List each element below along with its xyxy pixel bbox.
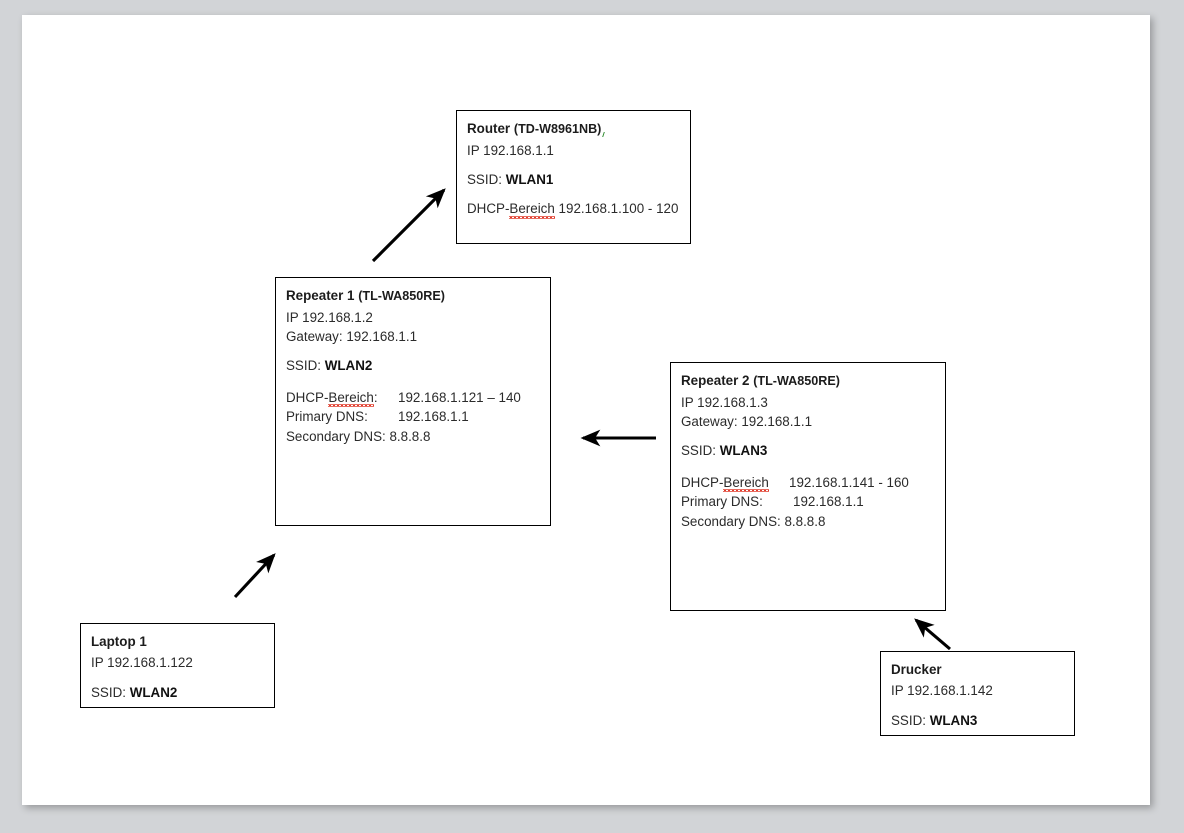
- node-router-ssid: SSID: WLAN1: [467, 173, 690, 186]
- node-repeater2-primary-dns-value: 192.168.1.1: [793, 494, 864, 510]
- node-repeater2-title-name: Repeater 2: [681, 373, 750, 388]
- node-router-ssid-label: SSID:: [467, 172, 502, 187]
- node-repeater2-primary-dns-label: Primary DNS:: [681, 494, 763, 510]
- node-repeater1-dhcp-colon: :: [373, 389, 378, 405]
- node-repeater1-title-name: Repeater 1: [286, 288, 355, 303]
- node-repeater1-dhcp: DHCP-Bereich:192.168.1.121 – 140: [286, 389, 550, 408]
- node-repeater2-dhcp-word: Bereich: [723, 474, 770, 493]
- node-router[interactable]: Router (TD-W8961NB) IP 192.168.1.1 SSID:…: [456, 110, 691, 244]
- node-repeater1-gateway-label: Gateway:: [286, 329, 343, 344]
- node-laptop-ssid-label: SSID:: [91, 684, 126, 700]
- node-router-title-name: Router: [467, 121, 511, 136]
- node-repeater1-title-model: (TL-WA850RE): [358, 289, 445, 303]
- node-repeater1[interactable]: Repeater 1 (TL-WA850RE) IP 192.168.1.2 G…: [275, 277, 551, 526]
- node-repeater2-secondary-dns-label: Secondary DNS:: [681, 513, 781, 529]
- node-router-ip: IP 192.168.1.1: [467, 142, 554, 158]
- node-repeater2-primary-dns: Primary DNS: 192.168.1.1: [681, 494, 945, 510]
- node-router-dhcp-range: 192.168.1.100 - 120: [558, 201, 679, 217]
- node-printer-ssid-label: SSID:: [891, 712, 926, 728]
- node-repeater1-gateway-value: 192.168.1.1: [346, 329, 418, 344]
- node-repeater1-ip: IP 192.168.1.2: [286, 309, 373, 325]
- node-laptop-ssid-value: WLAN2: [129, 684, 178, 700]
- node-repeater1-ssid-value: WLAN2: [324, 358, 373, 374]
- node-repeater1-primary-dns-value: 192.168.1.1: [398, 409, 469, 425]
- node-repeater1-dhcp-word: Bereich: [328, 389, 375, 408]
- node-repeater2-title-model: (TL-WA850RE): [753, 374, 840, 388]
- node-repeater2-gateway-value: 192.168.1.1: [741, 414, 813, 429]
- node-repeater1-primary-dns: Primary DNS: 192.168.1.1: [286, 409, 550, 425]
- node-repeater1-primary-dns-label: Primary DNS:: [286, 409, 368, 425]
- node-repeater1-gateway: Gateway: 192.168.1.1: [286, 330, 550, 343]
- node-repeater1-secondary-dns-value: 8.8.8.8: [389, 428, 431, 444]
- node-laptop-title: Laptop 1: [91, 634, 147, 649]
- node-repeater1-dhcp-range: 192.168.1.121 – 140: [398, 389, 521, 405]
- node-repeater2-dhcp-range: 192.168.1.141 - 160: [789, 474, 909, 490]
- node-repeater2-ssid: SSID: WLAN3: [681, 444, 945, 457]
- node-repeater2-secondary-dns: Secondary DNS: 8.8.8.8: [681, 513, 945, 529]
- node-printer-ip: IP 192.168.1.142: [891, 683, 993, 699]
- node-repeater2[interactable]: Repeater 2 (TL-WA850RE) IP 192.168.1.3 G…: [670, 362, 946, 611]
- node-router-ssid-value: WLAN1: [505, 172, 554, 187]
- node-repeater2-gateway-label: Gateway:: [681, 414, 738, 429]
- node-printer-title: Drucker: [891, 662, 942, 677]
- node-repeater1-dhcp-label: DHCP-: [286, 389, 329, 405]
- node-repeater2-ssid-label: SSID:: [681, 443, 716, 459]
- node-repeater2-ssid-value: WLAN3: [719, 443, 768, 459]
- node-laptop-ip: IP 192.168.1.122: [91, 655, 193, 671]
- node-printer-ssid-value: WLAN3: [929, 712, 978, 728]
- node-router-dhcp: DHCP-Bereich 192.168.1.100 - 120: [467, 201, 690, 220]
- node-repeater2-title: Repeater 2 (TL-WA850RE): [681, 374, 945, 388]
- node-router-title: Router (TD-W8961NB): [467, 122, 690, 136]
- node-repeater2-ip: IP 192.168.1.3: [681, 394, 768, 410]
- node-laptop-ssid: SSID: WLAN2: [91, 686, 274, 699]
- node-repeater1-dhcp-label-wrap: DHCP-Bereich:: [286, 389, 398, 408]
- node-repeater2-dhcp-label: DHCP-: [681, 474, 724, 490]
- node-laptop[interactable]: Laptop 1 IP 192.168.1.122 SSID: WLAN2: [80, 623, 275, 708]
- node-repeater1-ssid: SSID: WLAN2: [286, 359, 550, 372]
- node-printer-ssid: SSID: WLAN3: [891, 714, 1074, 727]
- node-repeater1-ssid-label: SSID:: [286, 358, 321, 374]
- node-repeater1-secondary-dns-label: Secondary DNS:: [286, 428, 386, 444]
- node-router-dhcp-label: DHCP-: [467, 201, 510, 217]
- node-repeater2-dhcp-label-wrap: DHCP-Bereich: [681, 474, 789, 493]
- node-repeater1-title: Repeater 1 (TL-WA850RE): [286, 289, 550, 303]
- document-page: Router (TD-W8961NB) IP 192.168.1.1 SSID:…: [22, 15, 1150, 805]
- node-repeater1-secondary-dns: Secondary DNS: 8.8.8.8: [286, 428, 550, 444]
- node-repeater2-secondary-dns-value: 8.8.8.8: [784, 513, 826, 529]
- node-router-dhcp-word: Bereich: [509, 201, 556, 220]
- node-repeater2-gateway: Gateway: 192.168.1.1: [681, 415, 945, 428]
- node-printer[interactable]: Drucker IP 192.168.1.142 SSID: WLAN3: [880, 651, 1075, 736]
- node-router-title-model: (TD-W8961NB): [513, 122, 602, 136]
